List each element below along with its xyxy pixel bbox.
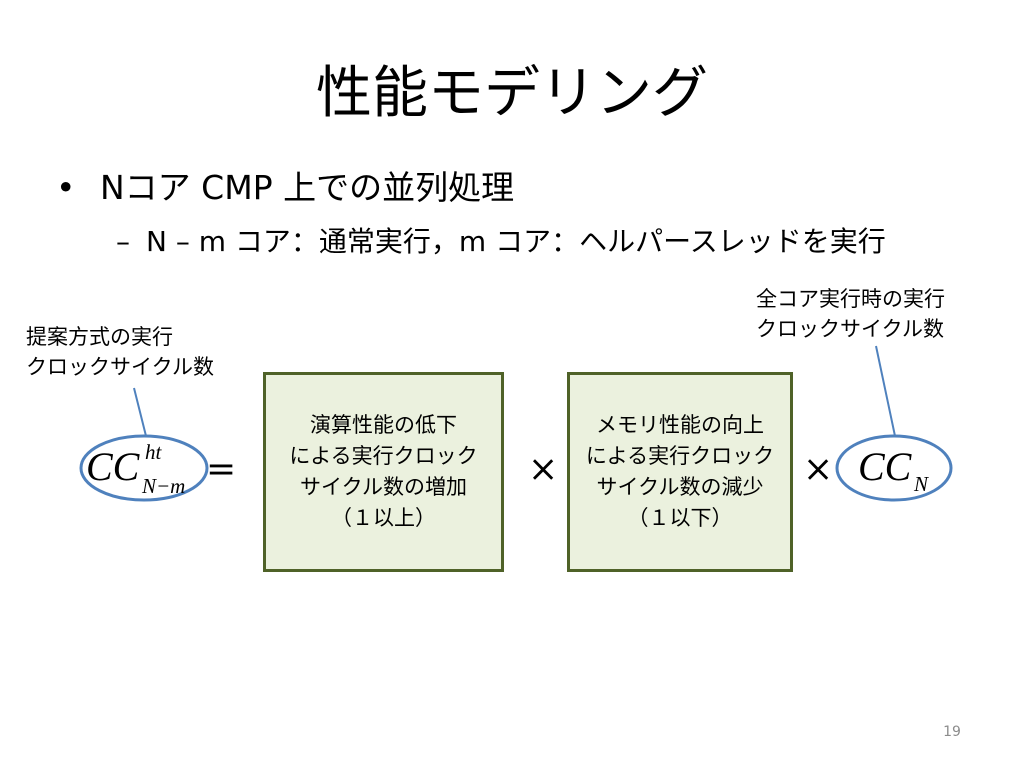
formula-left-superscript: ht (145, 440, 162, 464)
bullet-level2: –N – m コア：通常実行，m コア：ヘルパースレッドを実行 (116, 222, 886, 262)
bullet-level1: • Nコア CMP 上での並列処理 (56, 166, 514, 210)
equals-sign: = (206, 449, 237, 490)
right-annotation-leader (875, 345, 896, 437)
box1-line4: （１以上） (331, 506, 436, 530)
bullet-dash: – (116, 225, 130, 258)
right-annotation-line2: クロックサイクル数 (756, 317, 944, 341)
compute-performance-box: 演算性能の低下 による実行クロック サイクル数の増加 （１以上） (263, 372, 504, 572)
page-number: 19 (943, 724, 961, 740)
slide-title: 性能モデリング (316, 61, 708, 126)
right-annotation-line1: 全コア実行時の実行 (756, 287, 945, 311)
box2-line1: メモリ性能の向上 (596, 413, 764, 437)
left-annotation: 提案方式の実行 クロックサイクル数 (26, 322, 214, 382)
bullet-level1-text: Nコア CMP 上での並列処理 (100, 168, 515, 207)
formula-right-subscript: N (914, 472, 929, 496)
left-annotation-line2: クロックサイクル数 (26, 355, 214, 379)
box1-line2: による実行クロック (289, 444, 478, 468)
formula-left-cc: CC (86, 444, 140, 489)
left-annotation-line1: 提案方式の実行 (26, 325, 173, 349)
box2-line2: による実行クロック (585, 444, 775, 468)
left-annotation-leader (133, 387, 147, 437)
bullet-level2-text: N – m コア：通常実行，m コア：ヘルパースレッドを実行 (146, 225, 886, 258)
left-formula-ellipse (79, 434, 209, 502)
bullet-dot: • (56, 168, 76, 207)
box1-line3: サイクル数の増加 (300, 475, 467, 499)
memory-performance-box: メモリ性能の向上 による実行クロック サイクル数の減少 （１以下） (567, 372, 793, 572)
formula-right-cc: CC (858, 444, 912, 489)
box1-line1: 演算性能の低下 (310, 413, 457, 437)
multiply-sign-1: × (528, 449, 559, 490)
box2-line3: サイクル数の減少 (596, 475, 764, 499)
right-formula-ellipse (835, 434, 953, 502)
box2-line4: （１以下） (627, 506, 733, 530)
right-annotation: 全コア実行時の実行 クロックサイクル数 (756, 284, 945, 344)
multiply-sign-2: × (803, 449, 834, 490)
formula-left-subscript: N−m (142, 474, 186, 498)
